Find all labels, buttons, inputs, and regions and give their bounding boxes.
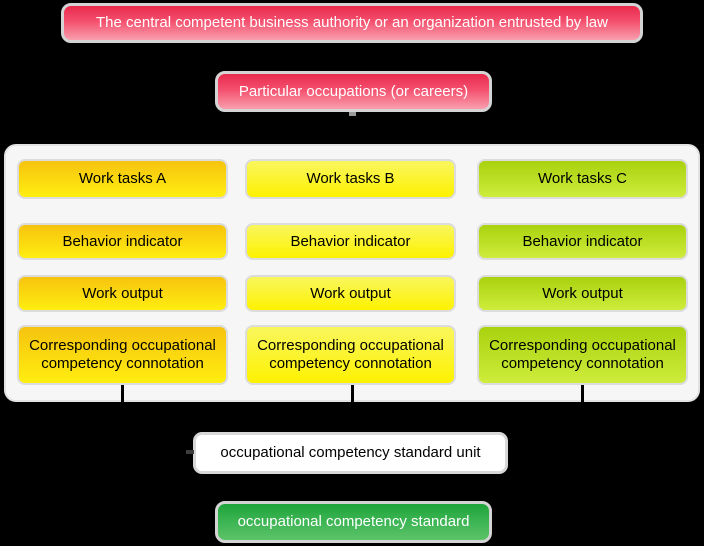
connector-line-c [581, 384, 584, 452]
behavior-indicator-b-label: Behavior indicator [290, 232, 411, 250]
behavior-indicator-a-label: Behavior indicator [62, 232, 183, 250]
work-tasks-a-label: Work tasks A [78, 170, 167, 187]
standard-box-label: occupational competency standard [237, 513, 470, 530]
work-tasks-c-box: Work tasks C [477, 159, 688, 199]
connotation-a-label: Corresponding occupational competency co… [29, 337, 216, 372]
work-tasks-b-box: Work tasks B [245, 159, 456, 199]
connotation-c-label: Corresponding occupational competency co… [489, 337, 676, 372]
authority-box: The central competent business authority… [61, 3, 643, 43]
standard-box: occupational competency standard [215, 501, 492, 543]
work-output-a-label: Work output [82, 284, 163, 302]
work-output-c-label: Work output [542, 284, 623, 302]
connotation-b-box: Corresponding occupational competency co… [245, 325, 456, 385]
work-tasks-b-label: Work tasks B [306, 170, 395, 187]
behavior-indicator-b-box: Behavior indicator [245, 223, 456, 260]
connector-stub-occupations [349, 112, 356, 116]
unit-box-label: occupational competency standard unit [220, 444, 481, 461]
connotation-a-box: Corresponding occupational competency co… [17, 325, 228, 385]
behavior-indicator-c-box: Behavior indicator [477, 223, 688, 260]
unit-box: occupational competency standard unit [193, 432, 508, 474]
connotation-b-label: Corresponding occupational competency co… [257, 337, 444, 372]
connector-line-a [121, 384, 124, 452]
connotation-c-box: Corresponding occupational competency co… [477, 325, 688, 385]
occupations-box: Particular occupations (or careers) [215, 71, 492, 112]
work-output-a-box: Work output [17, 275, 228, 312]
work-output-b-box: Work output [245, 275, 456, 312]
work-tasks-a-box: Work tasks A [17, 159, 228, 199]
behavior-indicator-a-box: Behavior indicator [17, 223, 228, 260]
connector-line-b [351, 384, 354, 452]
behavior-indicator-c-label: Behavior indicator [522, 232, 643, 250]
work-tasks-c-label: Work tasks C [538, 170, 627, 187]
occupations-box-label: Particular occupations (or careers) [238, 82, 469, 100]
connector-stub-unit [186, 450, 194, 454]
authority-box-label: The central competent business authority… [96, 14, 608, 31]
work-output-b-label: Work output [310, 284, 391, 302]
work-output-c-box: Work output [477, 275, 688, 312]
